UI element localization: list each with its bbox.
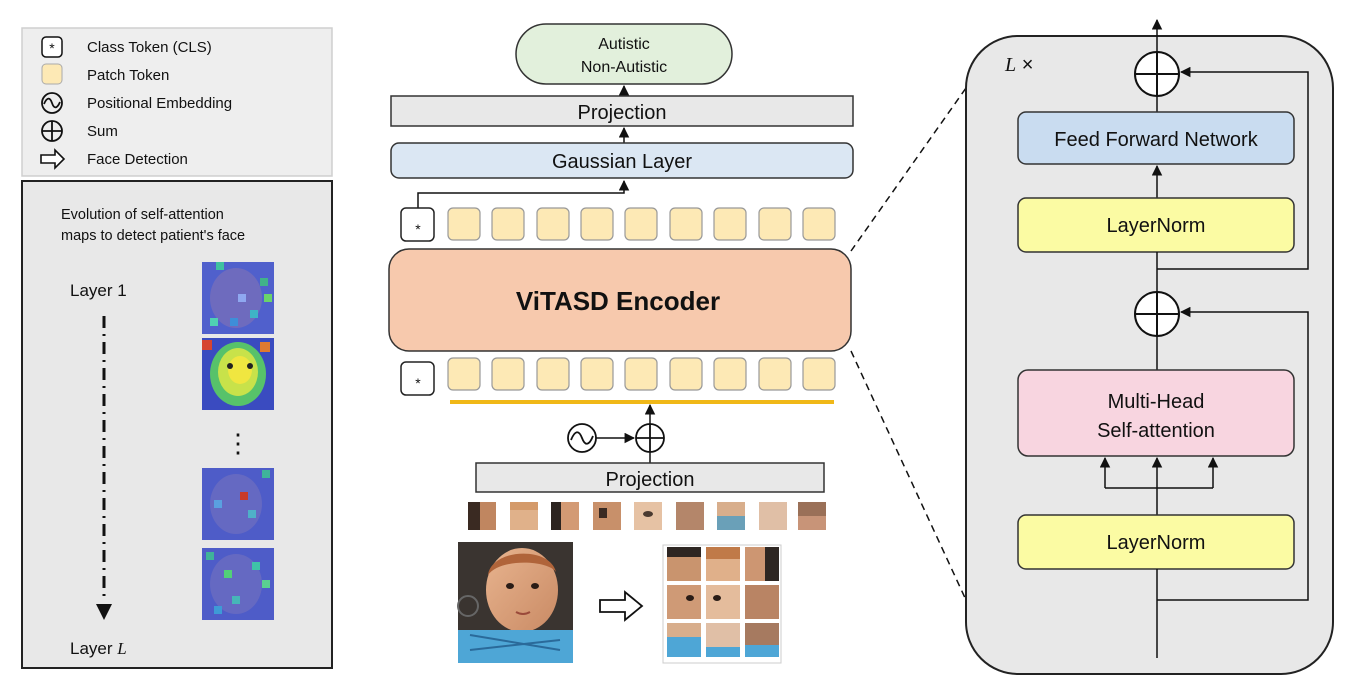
patch-token-output — [491, 207, 525, 241]
repeat-label: L × — [1004, 54, 1033, 76]
projection-top-box — [390, 95, 854, 127]
output-token-row: * — [400, 207, 836, 242]
cls-token-output — [400, 207, 435, 242]
ffn-box — [1017, 111, 1295, 165]
layer-first-label: Layer 1 — [70, 281, 127, 300]
patch-token-input — [669, 357, 703, 391]
mhsa-label-line1: Multi-Head — [1108, 391, 1205, 413]
layernorm-bottom-box — [1017, 514, 1295, 570]
encoder-block-detail: L × Feed Forward Network LayerNorm Mul — [965, 18, 1334, 675]
residual-connection-1 — [1157, 306, 1309, 601]
legend: * Class Token (CLS) Patch Token Position… — [21, 27, 333, 177]
patch-token-output — [624, 207, 658, 241]
ellipsis-vertical: ⋮ — [225, 428, 251, 458]
patch-token-input — [536, 357, 570, 391]
input-face-image — [457, 542, 573, 663]
patch-token-input — [802, 357, 836, 391]
layernorm-bottom-label: LayerNorm — [1107, 532, 1206, 554]
patch-token-icon — [41, 63, 63, 85]
image-patch — [759, 502, 787, 530]
grid-patch — [706, 585, 740, 619]
grid-patch — [667, 585, 701, 619]
arrow-right-icon — [40, 148, 66, 170]
cls-token-output-symbol: * — [415, 221, 421, 237]
zoom-line-bottom — [850, 350, 967, 601]
sum-icon — [635, 423, 665, 453]
output-node — [515, 23, 733, 85]
positional-embedding-icon — [41, 92, 63, 114]
layer-last-label: Layer L — [70, 639, 127, 658]
svg-text:*: * — [49, 40, 55, 56]
mhsa-label-line2: Self-attention — [1097, 420, 1215, 442]
cls-token-input — [400, 361, 435, 396]
attention-panel-box — [21, 180, 333, 669]
down-arrow-icon — [96, 604, 112, 620]
legend-label-patch-token: Patch Token — [87, 67, 169, 84]
legend-label-sum: Sum — [87, 123, 118, 140]
input-token-row: * — [400, 357, 836, 396]
image-patch — [676, 502, 704, 530]
patch-token-output — [536, 207, 570, 241]
gaussian-layer-label: Gaussian Layer — [552, 151, 692, 173]
flattened-patches-row — [468, 502, 826, 530]
legend-label-face-detection: Face Detection — [87, 151, 188, 168]
attention-map-layer-3 — [202, 468, 274, 540]
patch-token-input — [713, 357, 747, 391]
positional-embedding-icon — [567, 423, 597, 453]
mhsa-box — [1017, 369, 1295, 457]
patch-token-output — [802, 207, 836, 241]
ffn-label: Feed Forward Network — [1054, 129, 1258, 151]
attention-map-layer-1 — [202, 262, 274, 334]
patch-token-input — [580, 357, 614, 391]
layernorm-top-label: LayerNorm — [1107, 215, 1206, 237]
class-token-icon: * — [41, 36, 63, 58]
cls-token-input-symbol: * — [415, 375, 421, 391]
vitasd-encoder-box — [388, 248, 852, 352]
patch-token-output — [580, 207, 614, 241]
residual-connection-2 — [1157, 66, 1309, 270]
patch-token-input — [491, 357, 525, 391]
attention-map-layer-L — [202, 548, 274, 620]
sum-icon — [1134, 291, 1180, 337]
projection-top-label: Projection — [578, 102, 667, 124]
pipeline: Autistic Non-Autistic Projection Gaussia… — [388, 23, 854, 664]
legend-label-positional-embedding: Positional Embedding — [87, 95, 232, 112]
attention-map-layer-2 — [202, 338, 274, 410]
output-label-autistic: Autistic — [598, 36, 650, 53]
patch-token-output — [669, 207, 703, 241]
attention-panel: Evolution of self-attention maps to dete… — [21, 180, 333, 669]
zoom-line-top — [850, 87, 967, 252]
projection-bottom-box — [475, 462, 825, 493]
sum-icon — [41, 120, 63, 142]
layernorm-top-box — [1017, 197, 1295, 253]
legend-label-class-token: Class Token (CLS) — [87, 39, 212, 56]
attention-title-line1: Evolution of self-attention — [61, 207, 224, 223]
face-detection-arrow-icon — [599, 590, 644, 622]
patch-token-output — [713, 207, 747, 241]
patch-token-output — [447, 207, 481, 241]
attention-title-line2: maps to detect patient's face — [61, 228, 245, 244]
gaussian-layer-box — [390, 142, 854, 179]
projection-bottom-label: Projection — [606, 469, 695, 491]
sum-icon — [1134, 51, 1180, 97]
output-label-non-autistic: Non-Autistic — [581, 59, 667, 76]
patch-token-input — [447, 357, 481, 391]
patched-face-grid — [662, 544, 782, 664]
patch-token-input — [758, 357, 792, 391]
cls-to-gaussian-arrow — [417, 179, 630, 208]
legend-box — [21, 27, 333, 177]
vitasd-encoder-label: ViTASD Encoder — [516, 286, 720, 316]
patch-token-input — [624, 357, 658, 391]
grid-patch — [745, 585, 779, 619]
patch-token-output — [758, 207, 792, 241]
